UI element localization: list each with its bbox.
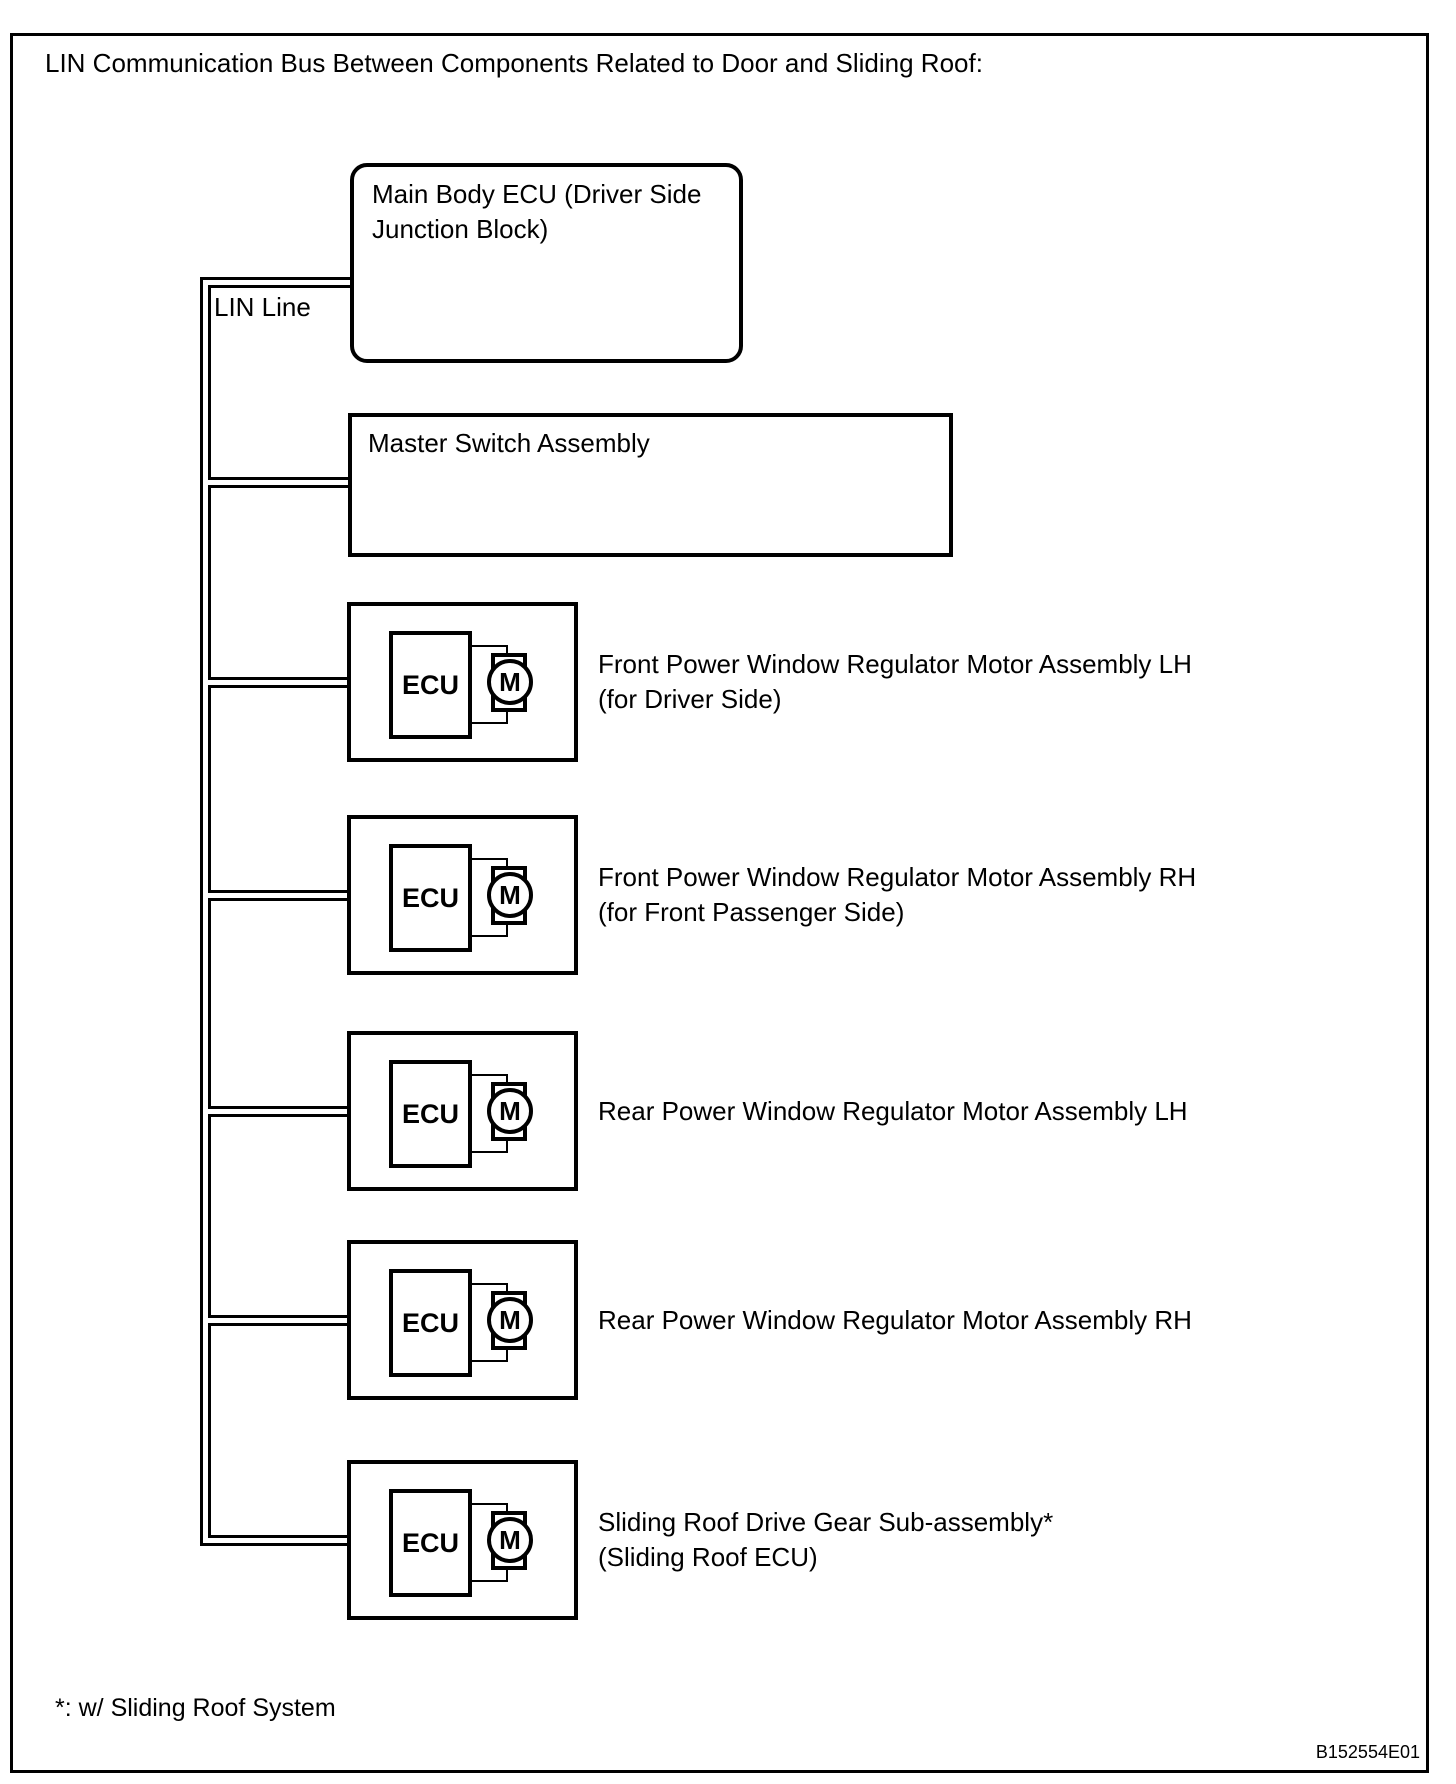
- ecu-label: ECU: [401, 1307, 459, 1338]
- motor-icon: M: [487, 1517, 533, 1563]
- lin-bus-branch6-top-line: [211, 1315, 347, 1318]
- lin-bus-trunk-right-line-seg3: [208, 685, 211, 893]
- label-line2: (for Front Passenger Side): [598, 897, 905, 927]
- ecu-label: ECU: [401, 669, 459, 700]
- lin-bus-trunk-right-line-seg4: [208, 898, 211, 1109]
- label-line1: Rear Power Window Regulator Motor Assemb…: [598, 1095, 1188, 1126]
- motor-icon: M: [487, 872, 533, 918]
- component-front-pw-regulator-motor-lh: M ECU: [347, 602, 578, 762]
- lin-bus-branch4-top-line: [211, 890, 347, 893]
- label-front-pw-regulator-motor-lh: Front Power Window Regulator Motor Assem…: [598, 640, 1192, 724]
- label-sliding-roof-drive-gear: Sliding Roof Drive Gear Sub-assembly* (S…: [598, 1498, 1053, 1582]
- lin-bus-branch1-top-line: [200, 277, 350, 280]
- lin-bus-trunk-left-line: [200, 277, 203, 1546]
- motor-label: M: [499, 1304, 521, 1335]
- label-front-pw-regulator-motor-rh: Front Power Window Regulator Motor Assem…: [598, 853, 1196, 937]
- ecu-box: ECU: [389, 1269, 472, 1377]
- motor-label: M: [499, 666, 521, 697]
- lin-bus-branch2-top-line: [211, 477, 348, 480]
- lin-bus-branch2-bottom-line: [211, 485, 348, 488]
- lin-bus-branch3-bottom-line: [211, 685, 347, 688]
- component-front-pw-regulator-motor-rh: M ECU: [347, 815, 578, 975]
- motor-icon: M: [487, 1088, 533, 1134]
- lin-bus-branch4-bottom-line: [211, 898, 347, 901]
- label-line2: (Sliding Roof ECU): [598, 1542, 818, 1572]
- lin-line-label: LIN Line: [214, 292, 311, 322]
- lin-bus-trunk-right-line-seg6: [208, 1323, 211, 1535]
- node-main-body-ecu: Main Body ECU (Driver Side Junction Bloc…: [350, 163, 743, 363]
- motor-label: M: [499, 1095, 521, 1126]
- diagram-title: LIN Communication Bus Between Components…: [45, 48, 983, 78]
- lin-bus-trunk-right-line-seg1: [208, 285, 211, 480]
- lin-bus-branch7-bottom-line: [200, 1543, 347, 1546]
- lin-bus-trunk-right-line-seg5: [208, 1114, 211, 1318]
- lin-bus-branch5-top-line: [211, 1106, 347, 1109]
- motor-icon: M: [487, 659, 533, 705]
- ecu-box: ECU: [389, 844, 472, 952]
- lin-bus-branch7-top-line: [208, 1535, 347, 1538]
- lin-bus-trunk-right-line-seg2: [208, 485, 211, 680]
- component-rear-pw-regulator-motor-lh: M ECU: [347, 1031, 578, 1191]
- label-rear-pw-regulator-motor-lh: Rear Power Window Regulator Motor Assemb…: [598, 1069, 1188, 1153]
- ecu-label: ECU: [401, 882, 459, 913]
- label-line1: Sliding Roof Drive Gear Sub-assembly*: [598, 1507, 1054, 1537]
- label-rear-pw-regulator-motor-rh: Rear Power Window Regulator Motor Assemb…: [598, 1278, 1192, 1362]
- ecu-box: ECU: [389, 1489, 472, 1597]
- master-switch-label: Master Switch Assembly: [368, 428, 650, 458]
- label-line1: Front Power Window Regulator Motor Assem…: [598, 862, 1197, 892]
- component-sliding-roof-drive-gear: M ECU: [347, 1460, 578, 1620]
- label-line1: Rear Power Window Regulator Motor Assemb…: [598, 1304, 1192, 1335]
- ecu-box: ECU: [389, 1060, 472, 1168]
- diagram-frame: [10, 33, 1429, 1773]
- lin-bus-branch1-bottom-line: [208, 285, 350, 288]
- label-line2: (for Driver Side): [598, 684, 782, 714]
- motor-icon: M: [487, 1297, 533, 1343]
- ecu-label: ECU: [401, 1098, 459, 1129]
- lin-bus-branch5-bottom-line: [211, 1114, 347, 1117]
- main-body-ecu-label: Main Body ECU (Driver Side Junction Bloc…: [372, 179, 702, 244]
- component-rear-pw-regulator-motor-rh: M ECU: [347, 1240, 578, 1400]
- lin-bus-branch6-bottom-line: [211, 1323, 347, 1326]
- motor-label: M: [499, 879, 521, 910]
- figure-code: B152554E01: [1315, 1742, 1420, 1762]
- footnote: *: w/ Sliding Roof System: [55, 1694, 336, 1722]
- lin-bus-branch3-top-line: [211, 677, 347, 680]
- node-master-switch: Master Switch Assembly: [348, 413, 953, 557]
- ecu-label: ECU: [401, 1527, 459, 1558]
- label-line1: Front Power Window Regulator Motor Assem…: [598, 649, 1192, 679]
- motor-label: M: [499, 1524, 521, 1555]
- ecu-box: ECU: [389, 631, 472, 739]
